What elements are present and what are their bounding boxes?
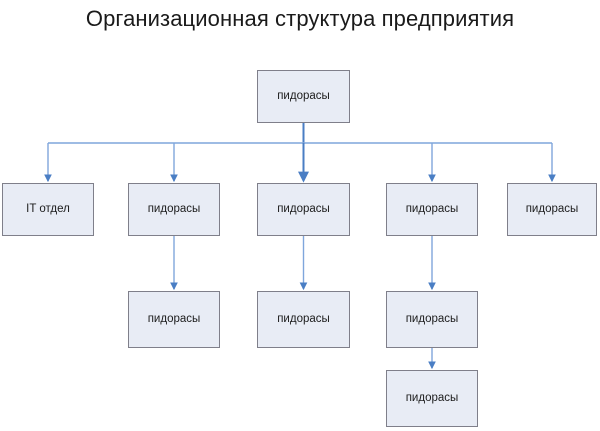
org-node-level3-col4[interactable]: пидорасы — [386, 291, 478, 348]
org-node-label: пидорасы — [405, 312, 459, 325]
page-title: Организационная структура предприятия — [85, 6, 515, 31]
org-node-level2-col2[interactable]: пидорасы — [128, 183, 220, 236]
org-node-level4-col4[interactable]: пидорасы — [386, 370, 478, 427]
org-node-label: пидорасы — [405, 391, 459, 404]
org-node-label: пидорасы — [147, 312, 201, 325]
org-node-level3-col3[interactable]: пидорасы — [257, 291, 350, 348]
org-node-label: пидорасы — [525, 202, 579, 215]
org-node-level2-col3[interactable]: пидорасы — [257, 183, 350, 236]
org-node-level2-col5[interactable]: пидорасы — [507, 183, 597, 236]
org-node-label: IT отдел — [26, 202, 70, 215]
org-node-it-department[interactable]: IT отдел — [2, 183, 94, 236]
org-node-label: пидорасы — [277, 89, 330, 102]
org-node-label: пидорасы — [405, 202, 459, 215]
org-node-root[interactable]: пидорасы — [257, 70, 350, 123]
org-node-label: пидорасы — [277, 312, 330, 325]
org-node-level2-col4[interactable]: пидорасы — [386, 183, 478, 236]
org-node-level3-col2[interactable]: пидорасы — [128, 291, 220, 348]
org-node-label: пидорасы — [147, 202, 201, 215]
org-node-label: пидорасы — [277, 202, 330, 215]
